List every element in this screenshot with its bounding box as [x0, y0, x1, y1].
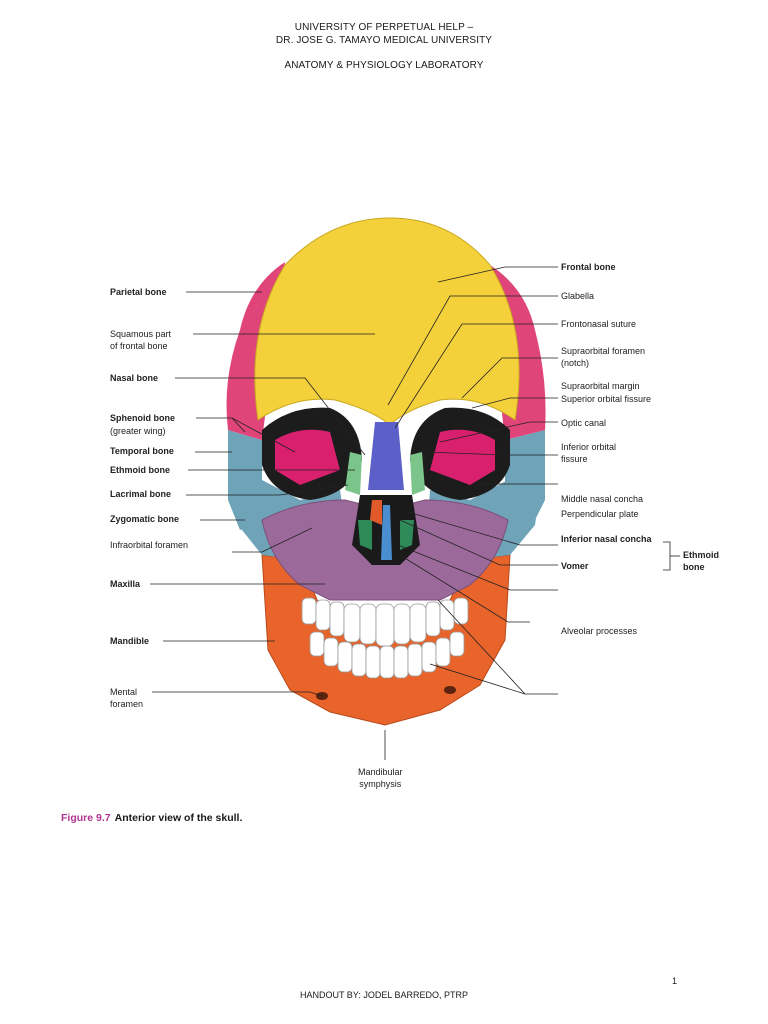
label-sphenoid-bone: Sphenoid bone	[110, 413, 175, 423]
sphenoid-right	[430, 429, 495, 485]
label-sphenoid-greater-wing: (greater wing)	[110, 426, 166, 436]
label-squamous-part: Squamous part of frontal bone	[110, 329, 172, 351]
nasal-bone	[368, 422, 404, 490]
label-middle-nasal-concha: Middle nasal concha	[561, 494, 644, 504]
label-inferior-orbital-fissure: Inferior orbital fissure	[561, 442, 617, 464]
vomer	[381, 505, 392, 560]
label-maxilla: Maxilla	[110, 579, 141, 589]
label-infraorbital-foramen: Infraorbital foramen	[110, 540, 189, 550]
label-frontonasal-suture: Frontonasal suture	[561, 319, 637, 329]
label-nasal-bone: Nasal bone	[110, 373, 159, 383]
inferior-nasal-concha-left	[358, 520, 372, 550]
label-ethmoid-bone: Ethmoid bone	[110, 465, 170, 475]
figure-title: Anterior view of the skull.	[114, 812, 243, 824]
mental-foramen-right	[444, 686, 456, 694]
ethmoid-right	[410, 452, 425, 495]
label-supraorbital-margin: Supraorbital margin	[561, 381, 640, 391]
inferior-nasal-concha-right	[400, 520, 414, 550]
figure-number: Figure 9.7	[61, 812, 111, 824]
label-supraorbital-foramen: Supraorbital foramen (notch)	[561, 346, 646, 368]
label-frontal-bone: Frontal bone	[561, 262, 616, 272]
label-lacrimal-bone: Lacrimal bone	[110, 489, 172, 499]
header-college: DR. JOSE G. TAMAYO MEDICAL UNIVERSITY	[275, 35, 493, 46]
header-university: UNIVERSITY OF PERPETUAL HELP –	[294, 22, 474, 33]
sphenoid-left	[275, 429, 340, 485]
frontal-bone	[254, 217, 520, 426]
label-temporal-bone: Temporal bone	[110, 446, 174, 456]
ethmoid-left	[345, 452, 362, 495]
label-perpendicular-plate: Perpendicular plate	[561, 509, 639, 519]
middle-nasal-concha	[370, 500, 382, 525]
label-inferior-nasal-concha: Inferior nasal concha	[561, 534, 652, 544]
label-superior-orbital-fissure: Superior orbital fissure	[561, 394, 652, 404]
header-lab: ANATOMY & PHYSIOLOGY LABORATORY	[284, 60, 484, 71]
label-mandibular-symphysis: Mandibular symphysis	[358, 767, 403, 789]
footer-handout: HANDOUT BY: JODEL BARREDO, PTRP	[299, 990, 469, 1000]
label-zygomatic-bone: Zygomatic bone	[110, 514, 180, 524]
leader-lines	[150, 266, 680, 760]
upper-teeth	[301, 597, 469, 647]
label-ethmoid-bone-bracket: Ethmoid bone	[683, 550, 719, 572]
label-vomer: Vomer	[561, 561, 589, 571]
label-mandible: Mandible	[110, 636, 150, 646]
label-parietal-bone: Parietal bone	[110, 287, 167, 297]
label-optic-canal: Optic canal	[561, 418, 607, 428]
page-number: 1	[672, 976, 678, 986]
label-mental-foramen: Mental foramen	[110, 687, 144, 709]
label-alveolar-processes: Alveolar processes	[561, 626, 638, 636]
lower-teeth	[309, 631, 465, 679]
label-glabella: Glabella	[561, 291, 595, 301]
